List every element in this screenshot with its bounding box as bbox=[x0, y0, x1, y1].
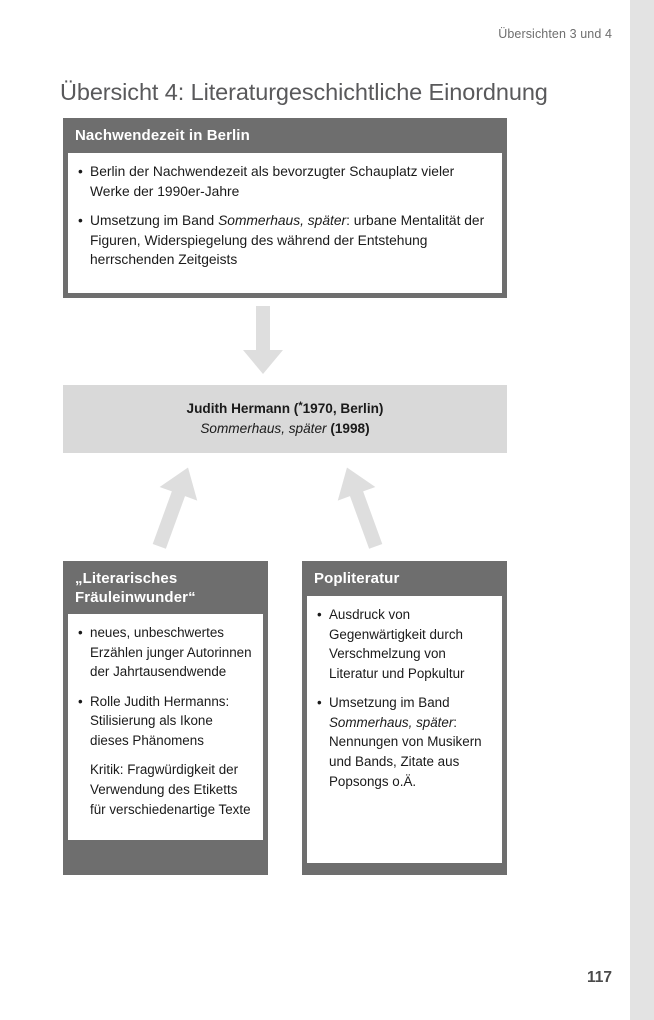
box-literarisches-fraeuleinwunder: „Literarisches Fräuleinwunder“ neues, un… bbox=[63, 561, 268, 875]
list-item: Umsetzung im Band Sommerhaus, später: Ne… bbox=[317, 693, 492, 791]
list-item: neues, unbeschwertes Erzählen junger Aut… bbox=[78, 623, 253, 682]
list-item: Ausdruck von Gegenwärtigkeit durch Versc… bbox=[317, 605, 492, 683]
page-edge-band bbox=[630, 0, 654, 1020]
text-run: Umsetzung im Band bbox=[329, 695, 450, 711]
text-run: Kritik: Fragwürdigkeit der Verwendung de… bbox=[90, 762, 251, 817]
text-run: : urbane Mentalität der Figuren, Widersp… bbox=[90, 212, 485, 268]
text-run: Ausdruck von Gegenwärtigkeit durch Versc… bbox=[329, 607, 465, 681]
running-head: Übersichten 3 und 4 bbox=[498, 27, 612, 41]
text-run: Rolle Judith Hermanns: Stilisierung als … bbox=[90, 693, 230, 748]
birth-star: * bbox=[298, 400, 303, 413]
work-title-inline: Sommerhaus, später bbox=[218, 212, 347, 228]
page-number: 117 bbox=[586, 969, 612, 986]
bullet-list-popliteratur: Ausdruck von Gegenwärtigkeit durch Versc… bbox=[317, 605, 492, 791]
box-fraeuleinwunder-heading-line1: „Literarisches bbox=[75, 570, 178, 587]
page-title: Übersicht 4: Literaturgeschichtliche Ein… bbox=[60, 78, 548, 105]
text-run: Berlin der Nachwendezeit als bevorzugter… bbox=[90, 164, 455, 199]
author-name-prefix: Judith Hermann ( bbox=[186, 401, 299, 417]
author-line: Judith Hermann (*1970, Berlin) bbox=[187, 398, 384, 419]
box-fraeuleinwunder-heading: „Literarisches Fräuleinwunder“ bbox=[63, 561, 268, 614]
author-name-suffix: 1970, Berlin) bbox=[302, 401, 384, 417]
box-fraeuleinwunder-body: neues, unbeschwertes Erzählen junger Aut… bbox=[68, 614, 263, 841]
box-nachwendezeit-heading: Nachwendezeit in Berlin bbox=[75, 127, 250, 144]
work-year: (1998) bbox=[326, 421, 370, 437]
list-item: Berlin der Nachwendezeit als bevorzugter… bbox=[78, 162, 492, 202]
arrow-down-icon bbox=[243, 306, 283, 374]
text-run: Umsetzung im Band bbox=[90, 212, 219, 228]
work-title: Sommerhaus, später bbox=[200, 421, 327, 437]
bullet-list-fraeuleinwunder: neues, unbeschwertes Erzählen junger Aut… bbox=[78, 623, 253, 819]
list-item: Rolle Judith Hermanns: Stilisierung als … bbox=[78, 692, 253, 751]
box-popliteratur-heading: Popliteratur bbox=[314, 570, 400, 587]
bullet-list-nachwendezeit: Berlin der Nachwendezeit als bevorzugter… bbox=[78, 162, 492, 270]
box-nachwendezeit-body: Berlin der Nachwendezeit als bevorzugter… bbox=[68, 153, 502, 294]
text-run: neues, unbeschwertes Erzählen junger Aut… bbox=[90, 625, 252, 680]
box-popliteratur-body: Ausdruck von Gegenwärtigkeit durch Versc… bbox=[307, 596, 502, 864]
text-run: : Nennungen von Musikern und Bands, Zita… bbox=[329, 714, 482, 789]
work-line: Sommerhaus, später (1998) bbox=[200, 419, 369, 439]
list-item: Umsetzung im Band Sommerhaus, später: ur… bbox=[78, 211, 492, 271]
list-item: Kritik: Fragwürdigkeit der Verwendung de… bbox=[78, 760, 253, 819]
box-popliteratur: Popliteratur Ausdruck von Gegenwärtigkei… bbox=[302, 561, 507, 875]
box-nachwendezeit: Nachwendezeit in Berlin Berlin der Nachw… bbox=[63, 118, 507, 298]
box-author-work: Judith Hermann (*1970, Berlin) Sommerhau… bbox=[63, 385, 507, 453]
arrow-down-right-icon bbox=[337, 467, 383, 549]
arrow-down-left-icon bbox=[152, 467, 198, 549]
box-fraeuleinwunder-heading-line2: Fräuleinwunder“ bbox=[75, 589, 196, 607]
work-title-inline: Sommerhaus, später bbox=[329, 714, 454, 730]
